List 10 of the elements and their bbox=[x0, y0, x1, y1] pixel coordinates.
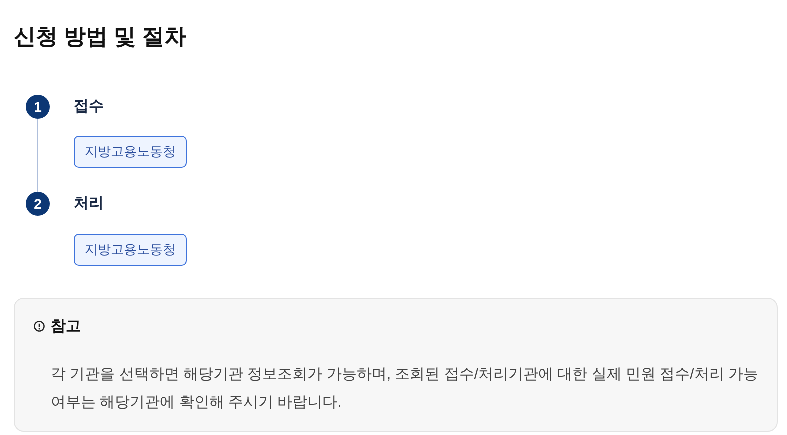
page-title: 신청 방법 및 절차 bbox=[14, 23, 186, 51]
step-number: 1 bbox=[26, 95, 50, 119]
note-text: 각 기관을 선택하면 해당기관 정보조회가 가능하며, 조회된 접수/처리기관에 대한 실제 민원 접수/처리 가능 여부는 해당기관에 확인해 주시기 바랍니다. bbox=[51, 365, 760, 413]
agency-button: 지방고용노동청 bbox=[74, 234, 187, 266]
step-title: 접수 bbox=[74, 97, 104, 117]
note-heading: 참고 bbox=[51, 317, 81, 337]
agency-button: 지방고용노동청 bbox=[74, 136, 187, 168]
step-title: 처리 bbox=[74, 194, 104, 214]
note-panel bbox=[14, 298, 778, 432]
step-number: 2 bbox=[26, 192, 50, 216]
